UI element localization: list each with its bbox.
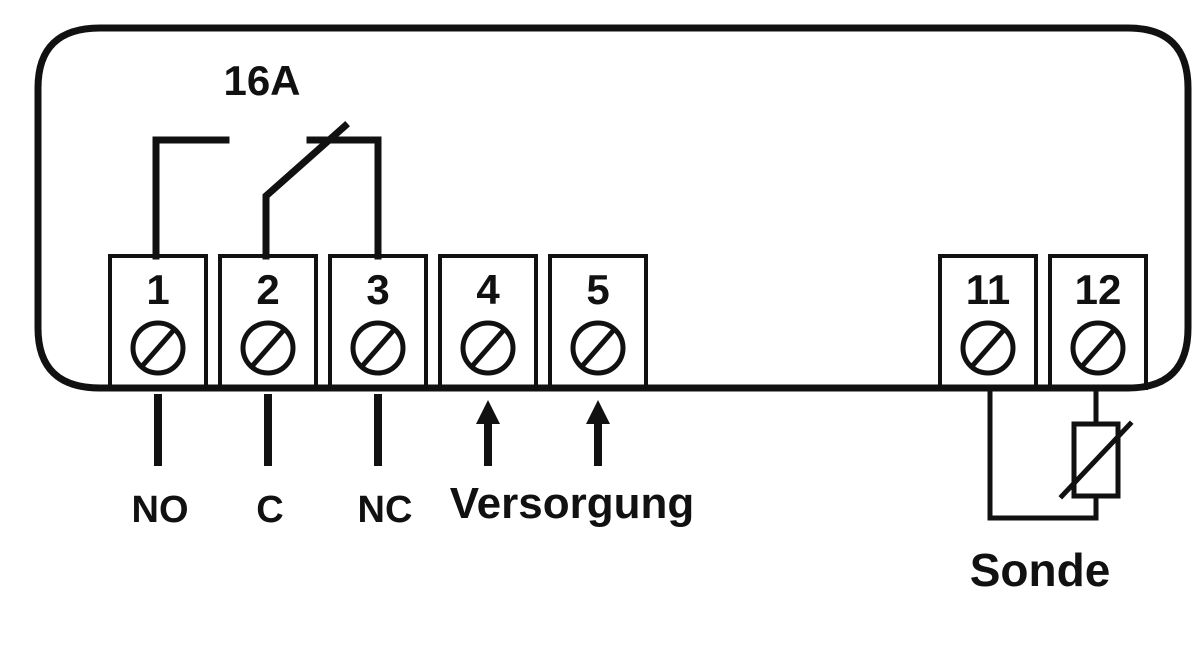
terminal-number: 5 (586, 266, 609, 313)
terminal-number: 3 (366, 266, 389, 313)
supply-label: Versorgung (450, 479, 695, 528)
screw-icon (350, 320, 406, 376)
no-contact-line (152, 136, 230, 260)
no-label: NO (132, 489, 189, 531)
c-label: C (256, 489, 283, 531)
terminal-number: 12 (1075, 266, 1122, 313)
supply-arrow-icon (476, 400, 500, 466)
nc-contact-line (306, 136, 382, 260)
terminal-number: 2 (256, 266, 279, 313)
relay-rating-label: 16A (223, 57, 300, 104)
screw-icon (130, 320, 186, 376)
probe-label: Sonde (970, 544, 1111, 596)
terminal-number: 11 (966, 266, 1010, 313)
terminal-2: 2 (218, 254, 318, 390)
screw-icon (1070, 320, 1126, 376)
thermistor-icon (1058, 420, 1134, 500)
terminal-4: 4 (438, 254, 538, 390)
terminal-number: 4 (476, 266, 500, 313)
supply-arrow-icon (586, 400, 610, 466)
common-switch-arm (262, 121, 350, 260)
nc-label: NC (358, 489, 413, 531)
screw-icon (960, 320, 1016, 376)
terminal-5: 5 (548, 254, 648, 390)
terminal-3: 3 (328, 254, 428, 390)
terminal-12: 12 (1048, 254, 1148, 390)
screw-icon (240, 320, 296, 376)
terminal-number: 1 (146, 266, 169, 313)
screw-icon (570, 320, 626, 376)
terminal-strip: 1 2 3 4 (108, 254, 1148, 390)
terminal-1: 1 (108, 254, 208, 390)
screw-icon (460, 320, 516, 376)
relay-contact (152, 121, 382, 260)
probe-wire (987, 385, 1099, 521)
terminal-11: 11 (938, 254, 1038, 390)
probe-circuit (987, 385, 1134, 521)
